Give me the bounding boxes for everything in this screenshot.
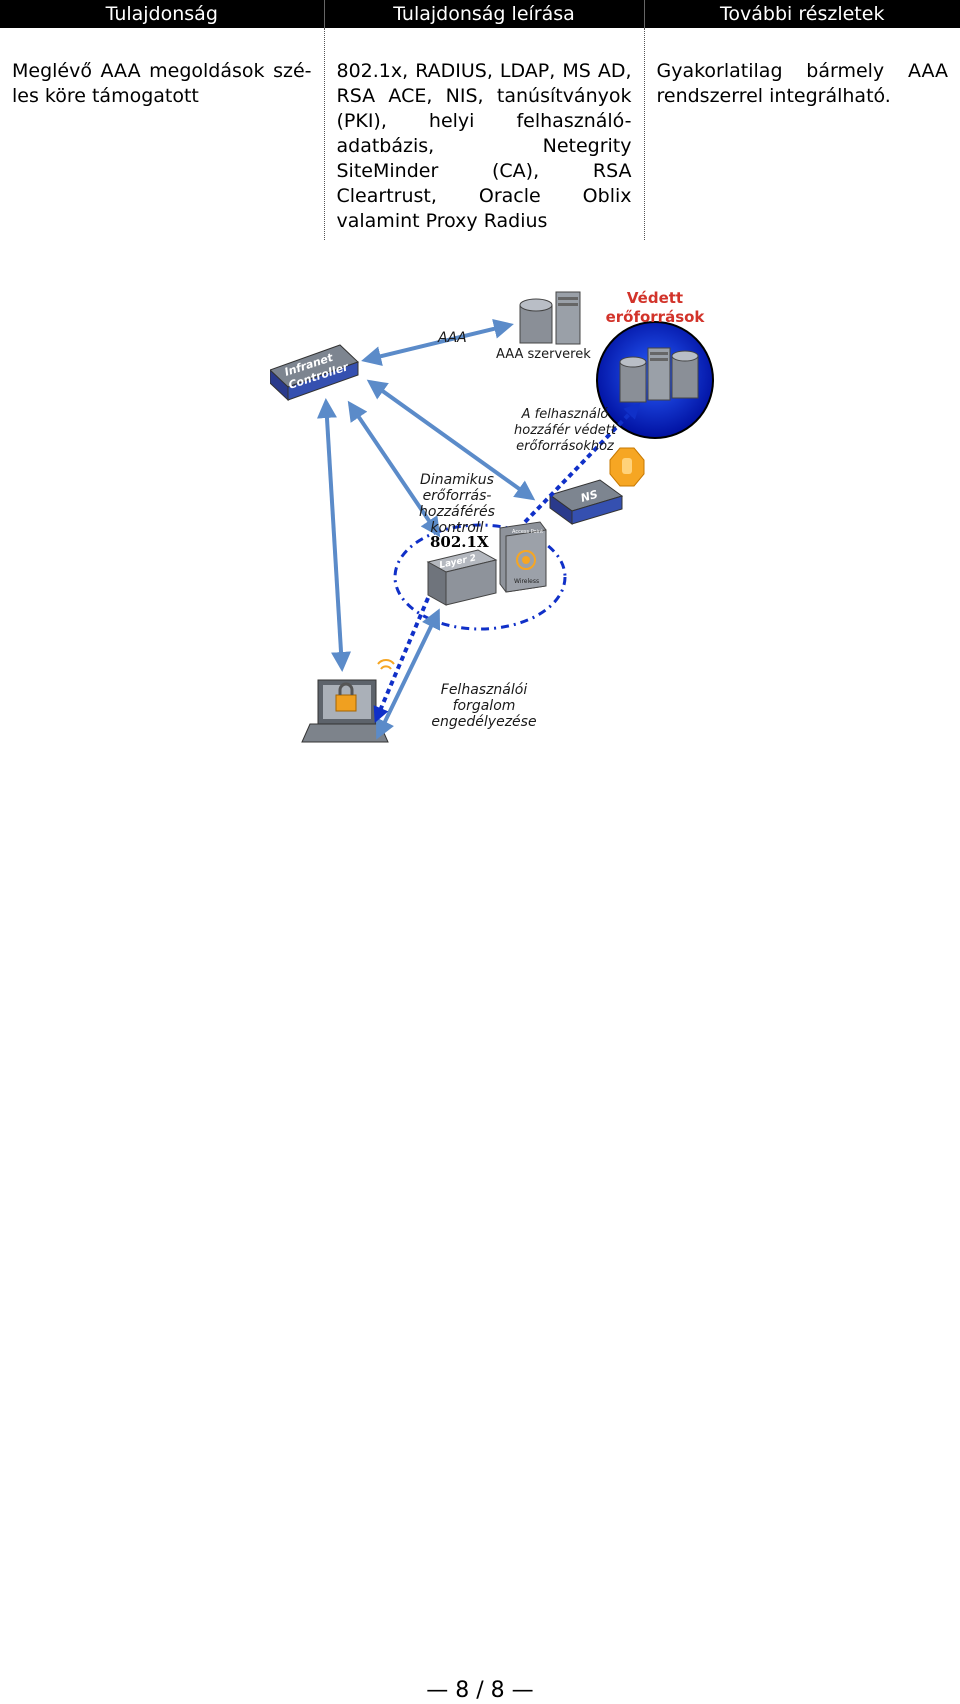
dynamic-label-2: erőforrás-: [423, 488, 492, 504]
access-point: Access Point Wireless: [499, 521, 547, 593]
wifi-icon: [377, 659, 395, 670]
dynamic-label-3: hozzáférés: [419, 504, 495, 520]
ns-label: NS: [579, 488, 599, 505]
header-description: Tulajdonság leírása: [324, 0, 645, 28]
wireless-label: Wireless: [514, 578, 539, 585]
ap-label: Access Point: [512, 529, 543, 535]
page-number: — 8 / 8 —: [426, 1678, 534, 1703]
access-label-3: erőforrásokhoz: [516, 439, 615, 454]
laptop: [301, 659, 395, 743]
dynamic-label-1: Dinamikus: [420, 472, 494, 488]
arrow-user-path-lower: [373, 597, 430, 723]
protected-title-1: Védett: [627, 290, 683, 307]
server-icon: [647, 347, 671, 401]
access-label-2: hozzáfér védett: [514, 423, 617, 438]
header-details: További részletek: [644, 0, 960, 28]
arrow-traffic: [375, 608, 441, 740]
aaa-arrow-label: AAA: [437, 330, 467, 346]
traffic-label-1: Felhasználói: [441, 682, 528, 698]
cell-property: Meglévő AAA megoldások szé-les köre támo…: [0, 28, 325, 240]
header-property: Tulajdonság: [0, 0, 325, 28]
padlock-icon: [335, 682, 357, 712]
server-icon: [671, 350, 699, 399]
protected-title-2: erőforrások: [606, 308, 706, 326]
traffic-label-3: engedélyezése: [431, 714, 536, 730]
protected-resources: Védett erőforrások: [596, 290, 714, 439]
arrow-user-path-upper: [523, 402, 641, 524]
traffic-label-2: forgalom: [453, 698, 516, 714]
server-icon: [619, 356, 647, 403]
arrow-aaa: [361, 319, 514, 366]
infranet-controller: Infranet Controller: [270, 344, 359, 402]
network-diagram: Védett erőforrások AAA szerverek Infrane…: [270, 290, 714, 743]
feature-table: Tulajdonság Tulajdonság leírása További …: [0, 0, 960, 240]
dot1x-label: 802.1X: [430, 533, 489, 551]
aaa-servers-label: AAA szerverek: [496, 347, 591, 362]
cell-description: 802.1x, RADIUS, LDAP, MS AD, RSA ACE, NI…: [324, 28, 645, 240]
table-row: Meglévő AAA megoldások szé-les köre támo…: [0, 28, 960, 240]
cell-details: Gyakorlatilag bármely AAA rendszerrel in…: [656, 60, 949, 107]
arrow-controller-laptop: [316, 398, 352, 672]
aaa-servers: AAA szerverek: [496, 291, 591, 362]
dot1x-region: 802.1X: [393, 523, 567, 631]
layer2-switch: Layer 2: [426, 549, 498, 606]
dynamic-label-4: kontroll: [430, 520, 483, 536]
access-label-1: A felhasználó: [521, 407, 609, 422]
ns-device: NS: [548, 479, 624, 525]
stop-hand-icon: [609, 447, 645, 487]
table-header-row: Tulajdonság Tulajdonság leírása További …: [0, 0, 960, 28]
arrow-controller-dot1x: [347, 400, 441, 538]
